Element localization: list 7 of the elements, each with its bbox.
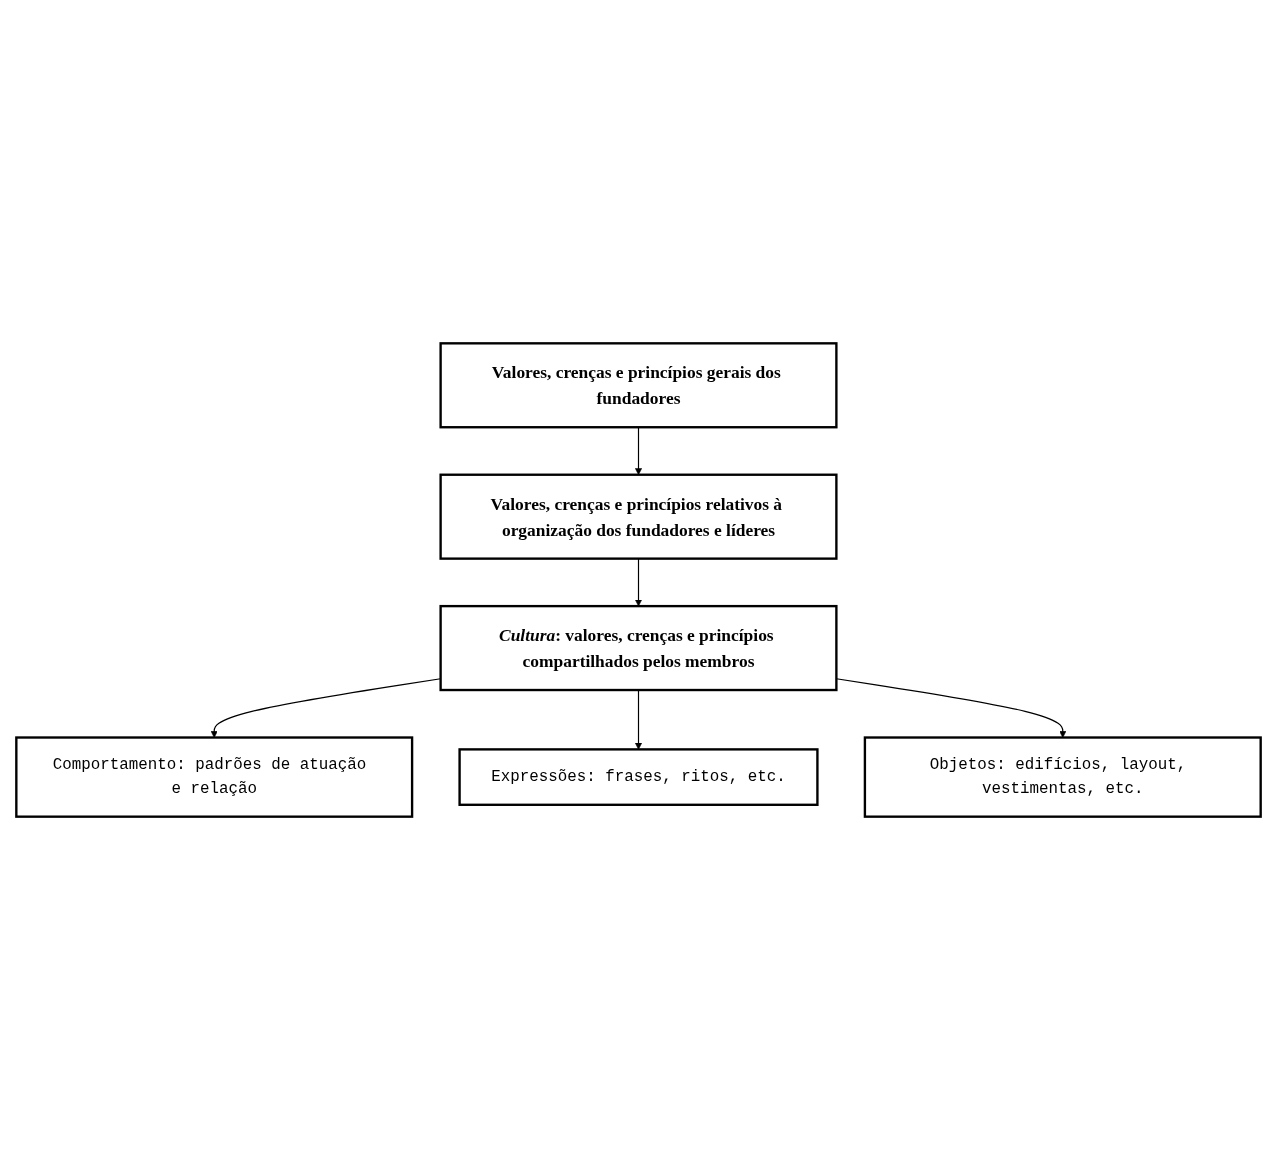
- node-box: Valores, crenças e princípios relativos à organização dos fundadores e líderes: [439, 473, 838, 560]
- node-box: Valores, crenças e princípios gerais dos fundadores: [439, 342, 838, 429]
- node-box: Objetos: edifícios, layout, vestimentas, etc.: [863, 736, 1262, 818]
- arrow: [635, 558, 642, 607]
- node-box: Comportamento: padrões de atuação e relação: [15, 736, 414, 818]
- node-box: Expressões: frases, ritos, etc.: [458, 748, 819, 806]
- node-box: Cultura: valores, crenças e princípios compartilhados pelos membros: [439, 604, 838, 692]
